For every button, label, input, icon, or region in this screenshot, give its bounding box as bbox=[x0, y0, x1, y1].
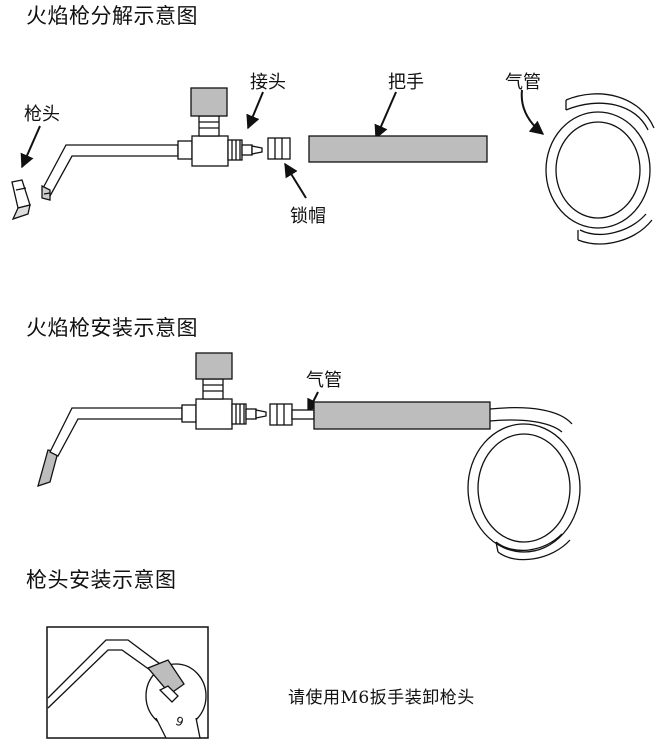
tip-install-title: 枪头安装示意图 bbox=[26, 568, 177, 592]
detail-tip-nozzle bbox=[146, 659, 185, 695]
tip-pointer-arrow bbox=[20, 125, 41, 169]
lock-cap-pointer-arrow bbox=[284, 162, 307, 199]
handle-pointer-arrow bbox=[374, 91, 397, 140]
coiled-hose bbox=[545, 93, 655, 245]
assembly-view-title: 火焰枪安装示意图 bbox=[26, 316, 198, 340]
handle-part bbox=[308, 135, 488, 163]
assembled-barrel bbox=[37, 407, 183, 488]
assembled-coiled-hose bbox=[467, 407, 581, 561]
loose-tip-nozzle bbox=[11, 179, 31, 221]
connector-pointer-arrow bbox=[246, 91, 264, 130]
valve-body bbox=[177, 87, 263, 167]
lock-cap bbox=[267, 137, 291, 160]
assembled-lock-cap bbox=[269, 403, 315, 426]
hose-label: 气管 bbox=[505, 72, 541, 93]
torch-barrel bbox=[41, 144, 179, 201]
lock-cap-label: 锁帽 bbox=[290, 206, 326, 227]
handle-label: 把手 bbox=[388, 72, 424, 93]
assembled-hose-label: 气管 bbox=[306, 370, 342, 391]
tip-install-detail bbox=[46, 626, 209, 739]
assembled-valve-body bbox=[181, 352, 267, 430]
assembled-hose-pointer-arrow bbox=[307, 391, 320, 414]
hose-pointer-arrow bbox=[520, 89, 545, 135]
connector-label: 接头 bbox=[250, 72, 286, 93]
exploded-view bbox=[11, 87, 655, 245]
assembled-handle bbox=[313, 401, 491, 430]
tip-label: 枪头 bbox=[24, 104, 60, 125]
wrench-instruction: 请使用M6扳手装卸枪头 bbox=[288, 688, 475, 708]
exploded-view-title: 火焰枪分解示意图 bbox=[26, 4, 198, 28]
assembled-view bbox=[37, 352, 581, 561]
